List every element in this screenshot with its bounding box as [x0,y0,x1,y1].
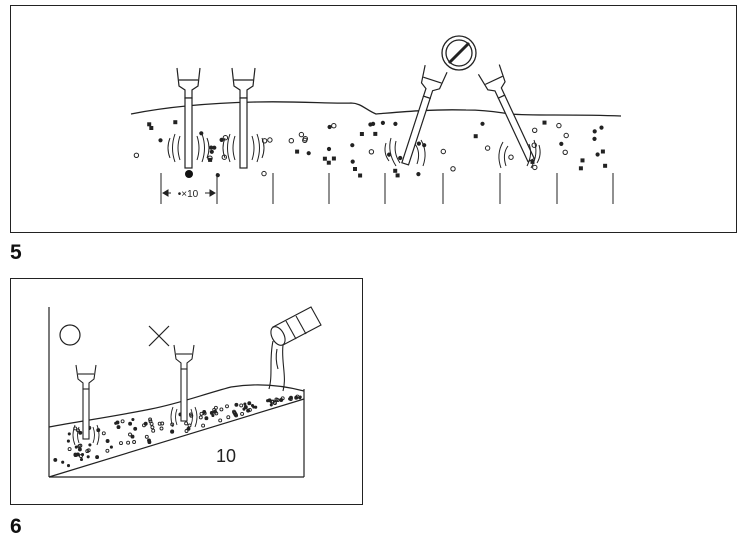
vibrator-needle-icon [231,67,256,169]
concrete-aggregate-texture [53,394,302,468]
spacing-label: •×10 [178,189,199,200]
figure-6-drawing: 10 [48,306,322,478]
spacing-markers [160,173,614,204]
figure-6-number: 6 [10,515,22,538]
figure-5-panel: •×10 [10,5,737,233]
action-radius-dot [185,170,193,178]
correct-symbol [59,324,81,346]
vibrator-needle-icon [176,67,201,169]
concrete-aggregate-texture [133,120,608,178]
vibration-waves-icon [384,137,541,169]
concrete-surface-line [130,101,622,117]
concrete-chute-icon [268,306,322,392]
vibrator-needle-icon [75,364,97,440]
vibration-waves-icon [167,133,265,163]
vibrator-needle-icon [477,64,536,163]
vibrator-needle-icon [173,344,195,422]
figure-5-drawing: •×10 [130,35,622,204]
vibration-waves-icon [72,406,198,446]
wrong-symbol [148,325,170,347]
figure-5-number: 5 [10,241,22,264]
prohibited-sign-icon [441,35,477,71]
vibrator-needle-icon [401,65,448,166]
figure-6-panel: 10 [10,278,363,505]
depth-label: 10 [216,446,236,466]
